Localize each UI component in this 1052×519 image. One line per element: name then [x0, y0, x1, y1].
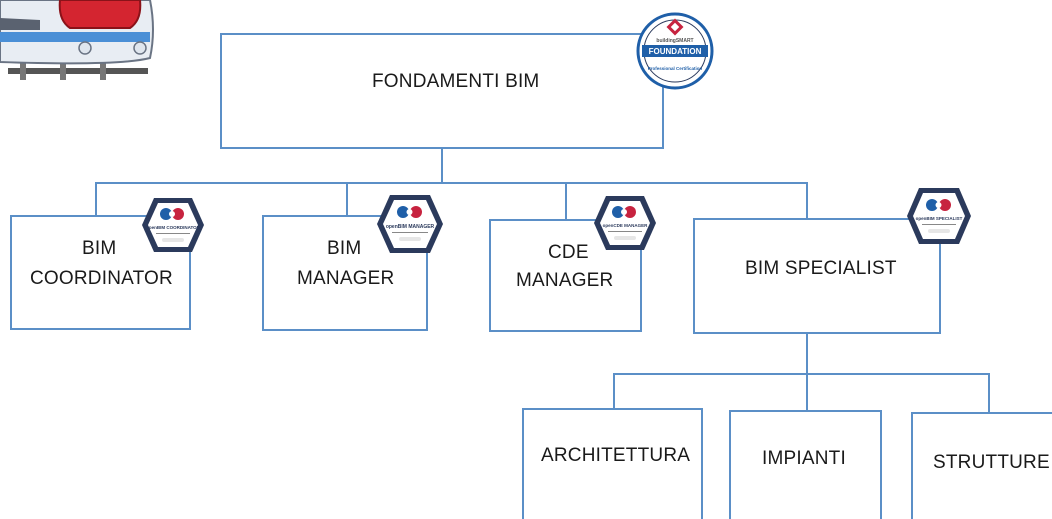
connector-level1-bus	[95, 182, 807, 184]
connector-manager	[346, 182, 348, 216]
badge-label: openBIM COORDINATOR	[146, 225, 201, 230]
openbim-coordinator-badge-icon: openBIM COORDINATOR	[140, 196, 206, 254]
node-strutture: STRUTTURE	[911, 412, 1052, 519]
badge-label: openCDE MANAGER	[603, 223, 648, 228]
node-label: STRUTTURE	[933, 452, 1050, 473]
foundation-badge-icon: buildingSMART FOUNDATION Professional Ce…	[636, 12, 714, 90]
connector-specialist-down	[806, 333, 808, 375]
connector-strutture	[988, 373, 990, 413]
connector-coordinator	[95, 182, 97, 216]
badge-org: buildingSMART	[656, 38, 693, 44]
opencde-manager-badge-icon: openCDE MANAGER	[592, 194, 658, 252]
node-label: IMPIANTI	[762, 448, 846, 469]
node-bim-specialist: BIM SPECIALIST	[693, 218, 941, 334]
connector-level2-bus	[613, 373, 990, 375]
node-label-line2: MANAGER	[297, 268, 395, 289]
node-architettura: ARCHITETTURA	[522, 408, 703, 519]
node-label: ARCHITETTURA	[541, 445, 691, 466]
node-label: BIM SPECIALIST	[745, 258, 897, 279]
node-impianti: IMPIANTI	[729, 410, 882, 519]
openbim-specialist-badge-icon: openBIM SPECIALIST	[905, 186, 973, 246]
connector-specialist	[806, 182, 808, 219]
node-label-line1: CDE	[548, 242, 589, 263]
node-label-line2: MANAGER	[516, 270, 614, 291]
connector-cde	[565, 182, 567, 220]
node-label: FONDAMENTI BIM	[372, 71, 540, 92]
badge-label: FOUNDATION	[649, 47, 702, 56]
node-fondamenti-bim: FONDAMENTI BIM	[220, 33, 664, 149]
node-label-line1: BIM	[82, 238, 117, 259]
connector-impianti	[806, 373, 808, 411]
badge-label: openBIM MANAGER	[386, 224, 435, 230]
openbim-manager-badge-icon: openBIM MANAGER	[375, 193, 445, 255]
connector-architettura	[613, 373, 615, 409]
badge-label: openBIM SPECIALIST	[916, 216, 963, 221]
node-label-line2: COORDINATOR	[30, 268, 173, 289]
train-illustration	[0, 0, 160, 100]
badge-sub: Professional Certification	[648, 66, 703, 71]
node-label-line1: BIM	[327, 238, 362, 259]
connector-root-down	[441, 148, 443, 184]
